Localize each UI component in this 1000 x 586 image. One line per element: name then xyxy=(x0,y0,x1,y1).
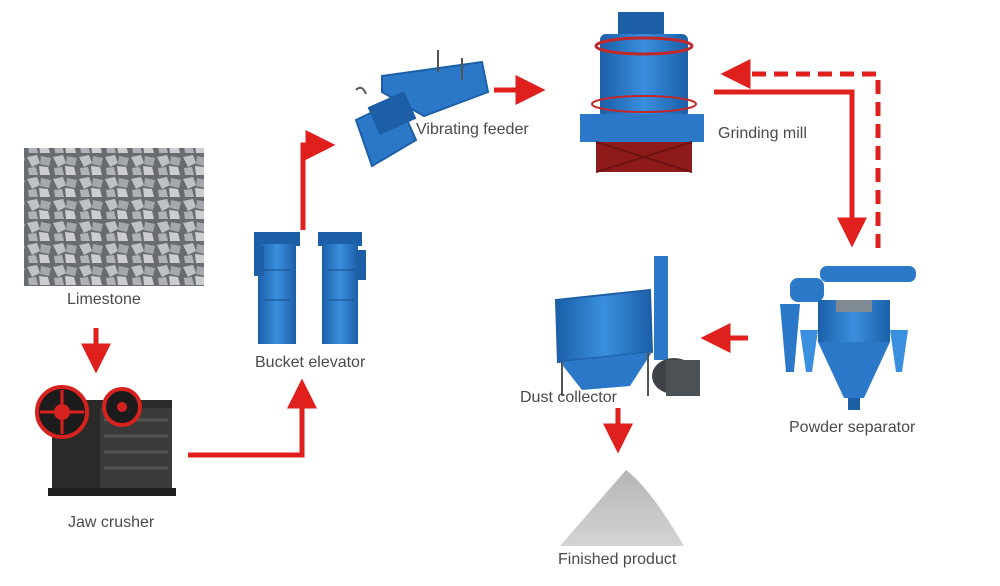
bucket-elevator-label: Bucket elevator xyxy=(255,354,366,371)
powder-separator-label: Powder separator xyxy=(789,419,916,436)
grinding-mill-label: Grinding mill xyxy=(718,125,807,142)
vibrating-feeder-label: Vibrating feeder xyxy=(416,121,529,138)
arrow-jaw-crusher-to-bucket-elevator xyxy=(188,378,317,458)
arrow-powder-separator-return-dashed xyxy=(720,59,881,248)
vibrating-feeder-icon xyxy=(354,50,490,168)
limestone-label: Limestone xyxy=(67,291,141,308)
arrow-bucket-elevator-to-vibrating-feeder xyxy=(300,130,336,230)
dust-collector-label: Dust collector xyxy=(520,389,617,406)
jaw-crusher-label: Jaw crusher xyxy=(68,514,155,531)
powder-pile-icon xyxy=(560,470,684,546)
arrow-grinding-mill-to-powder-separator xyxy=(714,89,867,248)
jaw-crusher-icon xyxy=(35,385,176,496)
powder-separator-icon xyxy=(780,266,916,410)
limestone-photo xyxy=(24,148,204,286)
dust-collector-icon xyxy=(554,256,700,396)
finished-product-label: Finished product xyxy=(558,551,677,568)
grinding-mill-icon xyxy=(580,12,704,173)
bucket-elevator-icon xyxy=(254,232,366,344)
